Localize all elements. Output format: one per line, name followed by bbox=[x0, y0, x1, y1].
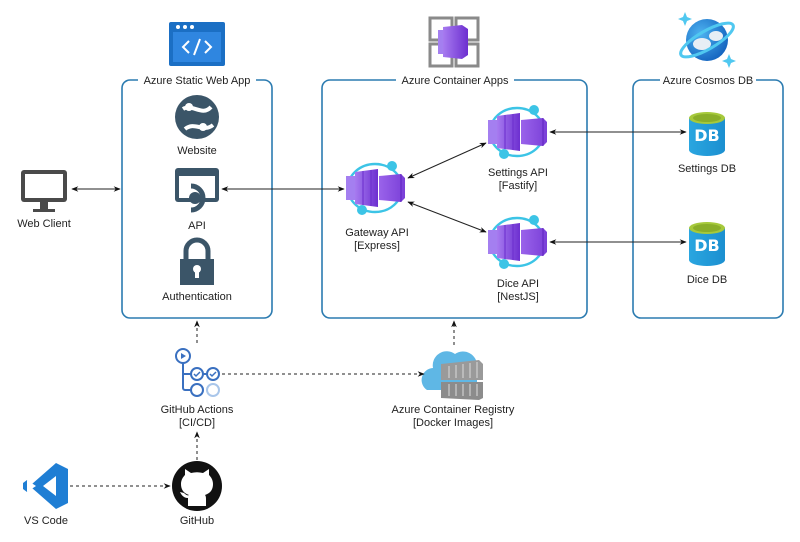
vscode-icon bbox=[23, 463, 68, 509]
group-container-apps: Azure Container Apps bbox=[321, 72, 588, 319]
group-static-web-app: Azure Static Web App bbox=[121, 72, 273, 319]
dice-db-label: Dice DB bbox=[687, 274, 727, 286]
container-app-icon bbox=[486, 213, 549, 271]
monitor-icon bbox=[21, 170, 67, 212]
website-label: Website bbox=[177, 145, 217, 157]
lock-icon bbox=[180, 237, 214, 285]
github-actions-sublabel: [CI/CD] bbox=[179, 417, 215, 429]
dice-api-sublabel: [NestJS] bbox=[497, 291, 539, 303]
group-title-cosmos-db: Azure Cosmos DB bbox=[663, 75, 753, 87]
settings-api-sublabel: [Fastify] bbox=[499, 180, 538, 192]
github-icon bbox=[172, 461, 222, 511]
cosmos-db-service-icon bbox=[678, 12, 736, 68]
settings-db-glyph: DB bbox=[694, 126, 719, 145]
node-gateway-api[interactable]: Gateway API [Express] bbox=[344, 159, 409, 252]
web-client-label: Web Client bbox=[17, 218, 71, 230]
settings-db-label: Settings DB bbox=[678, 163, 736, 175]
container-registry-label: Azure Container Registry bbox=[392, 404, 515, 416]
node-vs-code[interactable]: VS Code bbox=[23, 463, 68, 527]
globe-icon bbox=[175, 95, 219, 139]
group-cosmos-db: Azure Cosmos DB bbox=[632, 72, 784, 319]
edge-gateway-dice bbox=[407, 201, 487, 233]
node-authentication[interactable]: Authentication bbox=[162, 237, 232, 303]
node-container-registry[interactable]: Azure Container Registry [Docker Images] bbox=[392, 351, 515, 429]
node-settings-db[interactable]: DB Settings DB bbox=[678, 112, 736, 175]
settings-api-label: Settings API bbox=[488, 167, 548, 179]
gateway-api-label: Gateway API bbox=[345, 227, 409, 239]
github-actions-icon bbox=[175, 348, 220, 397]
node-web-client[interactable]: Web Client bbox=[17, 170, 71, 230]
container-app-icon bbox=[486, 103, 549, 161]
group-title-container-apps: Azure Container Apps bbox=[401, 75, 509, 87]
node-dice-api[interactable]: Dice API [NestJS] bbox=[486, 213, 549, 303]
github-label: GitHub bbox=[180, 515, 214, 527]
container-app-icon bbox=[344, 159, 407, 217]
api-label: API bbox=[188, 220, 206, 232]
dice-api-label: Dice API bbox=[497, 278, 539, 290]
gateway-api-sublabel: [Express] bbox=[354, 240, 400, 252]
node-api[interactable]: API bbox=[175, 168, 219, 232]
group-title-static-web-app: Azure Static Web App bbox=[144, 75, 251, 87]
node-dice-db[interactable]: DB Dice DB bbox=[687, 222, 727, 286]
api-icon bbox=[175, 168, 219, 213]
edges bbox=[70, 129, 687, 489]
dice-db-glyph: DB bbox=[694, 236, 719, 255]
static-web-app-icon bbox=[169, 22, 225, 66]
vs-code-label: VS Code bbox=[24, 515, 68, 527]
edge-gateway-settings bbox=[407, 142, 487, 179]
node-website[interactable]: Website bbox=[175, 95, 219, 157]
node-github-actions[interactable]: GitHub Actions [CI/CD] bbox=[161, 348, 234, 429]
node-settings-api[interactable]: Settings API [Fastify] bbox=[486, 103, 549, 192]
container-registry-sublabel: [Docker Images] bbox=[413, 417, 493, 429]
container-apps-service-icon bbox=[428, 16, 480, 68]
container-registry-icon bbox=[421, 351, 483, 400]
node-github[interactable]: GitHub bbox=[172, 461, 222, 527]
github-actions-label: GitHub Actions bbox=[161, 404, 234, 416]
authentication-label: Authentication bbox=[162, 291, 232, 303]
